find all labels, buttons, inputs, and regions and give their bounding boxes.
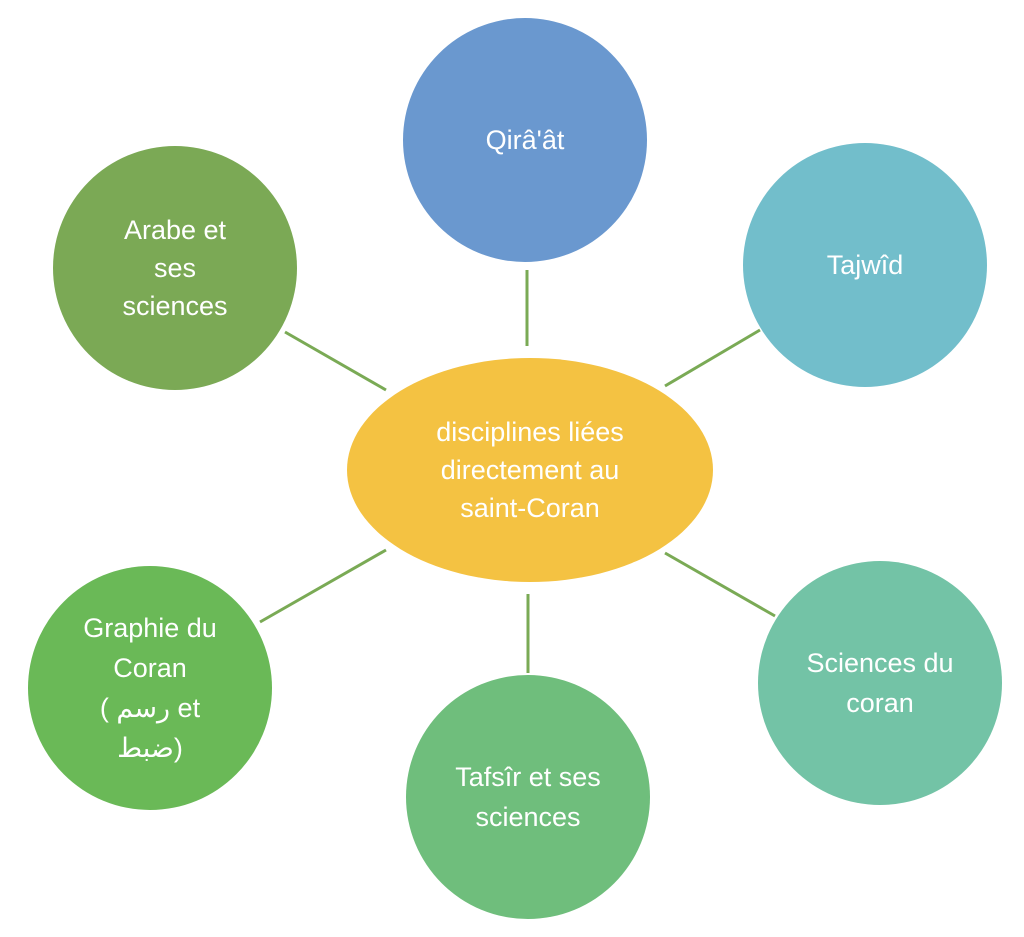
label-line: Graphie du [83, 613, 217, 643]
label-line: saint-Coran [460, 493, 600, 523]
center-node [347, 358, 713, 582]
node-tajwid-label: Tajwîd [827, 250, 904, 280]
label-line: Tajwîd [827, 250, 904, 280]
connector-sciences-coran [664, 551, 776, 618]
center-label: disciplines liées directement au saint-Cor… [436, 417, 624, 523]
node-arabe [53, 146, 297, 390]
node-qiraat [403, 18, 647, 262]
node-tajwid [743, 143, 987, 387]
node-sciences-coran-label: Sciences du coran [806, 648, 953, 718]
label-line: sciences [122, 291, 227, 321]
label-line: Arabe et [124, 215, 227, 245]
label-line: ضبط) [117, 733, 183, 763]
label-line: Qirâ'ât [486, 125, 565, 155]
label-line: coran [846, 688, 914, 718]
node-graphie-label: Graphie du Coran ( رسم et ضبط) [83, 613, 217, 763]
node-graphie [28, 566, 272, 810]
connector-tajwid [664, 328, 761, 388]
label-line: Tafsîr et ses [455, 762, 601, 792]
label-line: Coran [113, 653, 187, 683]
label-line: Sciences du [806, 648, 953, 678]
label-line: sciences [475, 802, 580, 832]
node-sciences-coran [758, 561, 1002, 805]
label-line: ( رسم et [100, 693, 201, 724]
label-line: disciplines liées [436, 417, 624, 447]
label-line: directement au [441, 455, 620, 485]
node-qiraat-label: Qirâ'ât [486, 125, 565, 155]
connectors [259, 270, 776, 673]
node-arabe-label: Arabe et ses sciences [122, 215, 227, 321]
node-tafsir [406, 675, 650, 919]
node-tafsir-label: Tafsîr et ses sciences [455, 762, 601, 832]
label-line: ses [154, 253, 196, 283]
connector-graphie [259, 548, 387, 624]
connector-arabe [284, 330, 387, 392]
